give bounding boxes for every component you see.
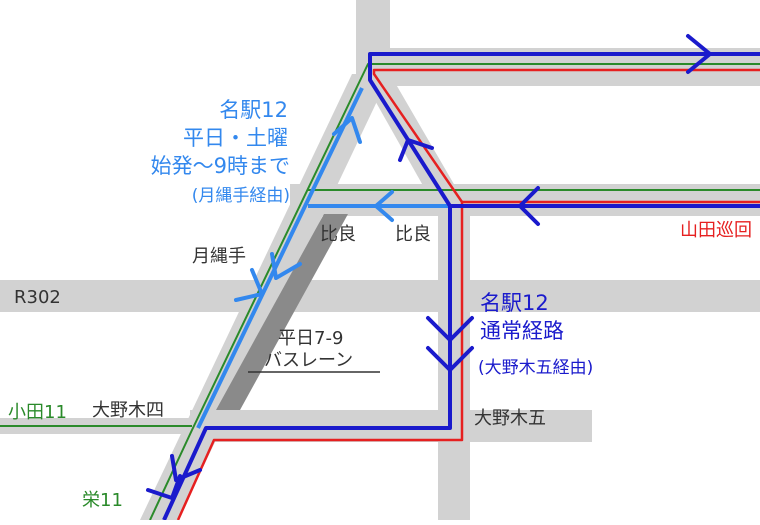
arrow-lightblue-hira-icon: [374, 190, 394, 222]
road-r302: [0, 280, 760, 312]
bus-lane-label-1: 平日7-9: [278, 328, 343, 349]
arrow-onogi-down-1-icon: [426, 316, 474, 342]
arrow-junction-up-icon: [398, 138, 434, 162]
blue-junction-line: [368, 52, 760, 208]
blue-route-line: [162, 206, 452, 521]
road-onogi-vertical: [438, 200, 470, 520]
road-label-r302: R302: [14, 287, 61, 308]
route-label-meieki12-weekday-2: 平日・土曜: [183, 126, 288, 150]
route-label-meieki12-normal-1: 名駅12: [480, 291, 549, 315]
stop-label-hira-right: 比良: [395, 224, 431, 245]
route-label-meieki12-weekday-3: 始発〜9時まで: [151, 154, 290, 178]
labels: 名駅12 平日・土曜 始発〜9時まで (月縄手経由) 比良 比良 山田巡回 月縄…: [8, 98, 752, 511]
arrow-lightblue-down-2-icon: [234, 268, 264, 302]
route-label-sakae11: 栄11: [82, 490, 123, 511]
red-route-line: [176, 200, 760, 521]
green-route-line: [149, 63, 760, 521]
arrow-hira-east-icon: [518, 186, 540, 226]
route-label-meieki12-normal-3: (大野木五経由): [478, 358, 593, 378]
bus-lane-strip: [216, 214, 348, 410]
red-junction-line: [372, 68, 760, 203]
direction-arrows: [146, 34, 712, 500]
arrow-lightblue-up-icon: [332, 116, 362, 144]
arrow-southwest-2-icon: [146, 474, 182, 500]
arrow-onogi-down-2-icon: [426, 346, 474, 372]
stop-label-onogi-4: 大野木四: [92, 400, 164, 421]
arrow-top-right-icon: [686, 34, 712, 74]
route-lines: [0, 52, 760, 521]
arrow-lightblue-down-1-icon: [270, 252, 302, 280]
arrow-southwest-1-icon: [170, 454, 202, 482]
stop-label-hira-left: 比良: [320, 224, 356, 245]
stop-label-onogi-5: 大野木五: [474, 408, 546, 429]
route-label-meieki12-weekday-1: 名駅12: [219, 98, 288, 122]
route-label-oda11: 小田11: [8, 402, 67, 423]
route-label-meieki12-normal-2: 通常経路: [480, 319, 564, 343]
route-label-meieki12-weekday-4: (月縄手経由): [192, 186, 290, 206]
light-blue-route-line: [196, 87, 364, 429]
stop-label-tsukinawate: 月縄手: [192, 246, 246, 267]
route-label-yamada-loop: 山田巡回: [680, 220, 752, 241]
bus-lane-label-2: バスレーン: [264, 350, 353, 371]
